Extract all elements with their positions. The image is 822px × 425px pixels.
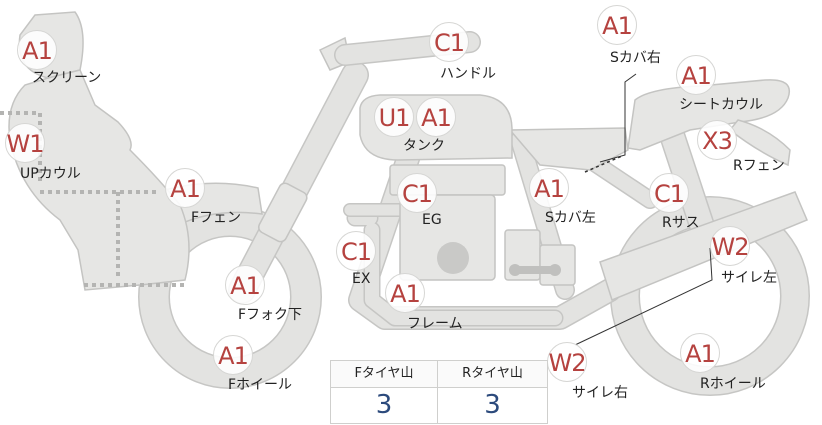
label-s-cover-left: Sカバ左 — [545, 210, 596, 226]
exhaust-shape — [343, 203, 564, 327]
grade-screen: A1 — [17, 30, 57, 70]
grade-side-stand-left: W2 — [710, 226, 750, 266]
grade-s-cover-right: A1 — [597, 5, 637, 45]
swingarm-shape — [599, 191, 808, 302]
label-s-cover-right: Sカバ右 — [610, 50, 661, 66]
label-tank: タンク — [403, 138, 445, 154]
grade-f-fork-lower: A1 — [225, 265, 265, 305]
label-screen: スクリーン — [32, 70, 102, 86]
grade-engine: C1 — [397, 173, 437, 213]
grade-frame: A1 — [385, 273, 425, 313]
front-tread-value: 3 — [375, 390, 393, 420]
side-cover-shape — [508, 127, 629, 171]
rear-suspension-shape — [659, 122, 718, 248]
grade-r-fender: X3 — [697, 120, 737, 160]
grade-exhaust: C1 — [336, 231, 376, 271]
grade-f-fender: A1 — [165, 168, 205, 208]
side-stand-right-leader — [574, 247, 713, 346]
table-divider — [437, 361, 438, 423]
label-r-suspension: Rサス — [662, 215, 700, 231]
label-r-fender: Rフェン — [733, 158, 785, 174]
grade-seat-cowl: A1 — [676, 55, 716, 95]
front-tread-header: Fタイヤ山 — [331, 361, 437, 388]
s-cover-right-leader-dash — [584, 155, 623, 173]
tire-tread-table: Fタイヤ山 Rタイヤ山 3 3 — [330, 360, 548, 424]
seat-cowl-shape — [627, 79, 790, 151]
rear-tread-value: 3 — [484, 390, 501, 420]
grade-tank-a: A1 — [416, 97, 456, 137]
grade-s-cover-left: A1 — [529, 168, 569, 208]
grade-side-stand-right: W2 — [547, 342, 587, 382]
label-handle: ハンドル — [440, 66, 496, 82]
front-fork-shape — [228, 61, 369, 304]
rear-fender-shape — [728, 119, 791, 167]
rear-tread-header: Rタイヤ山 — [438, 361, 547, 388]
label-up-cowl: UPカウル — [20, 166, 81, 182]
label-f-fender: Fフェン — [191, 210, 242, 226]
label-side-stand-right: サイレ右 — [572, 385, 628, 401]
s-cover-right-leader — [599, 73, 637, 163]
grade-f-wheel: A1 — [213, 335, 253, 375]
grade-r-suspension: C1 — [649, 173, 689, 213]
grade-handle: C1 — [429, 22, 469, 62]
label-side-stand-left: サイレ左 — [721, 270, 777, 286]
grade-tank-u: U1 — [374, 97, 414, 137]
grade-r-wheel: A1 — [680, 333, 720, 373]
label-r-wheel: Rホイール — [700, 376, 766, 392]
label-seat-cowl: シートカウル — [679, 97, 763, 113]
label-f-wheel: Fホイール — [228, 377, 293, 393]
label-engine: EG — [422, 212, 442, 228]
label-f-fork-lower: Fフォク下 — [238, 307, 303, 323]
grade-up-cowl: W1 — [5, 123, 45, 163]
label-exhaust: EX — [352, 271, 371, 287]
label-frame: フレーム — [407, 316, 463, 332]
